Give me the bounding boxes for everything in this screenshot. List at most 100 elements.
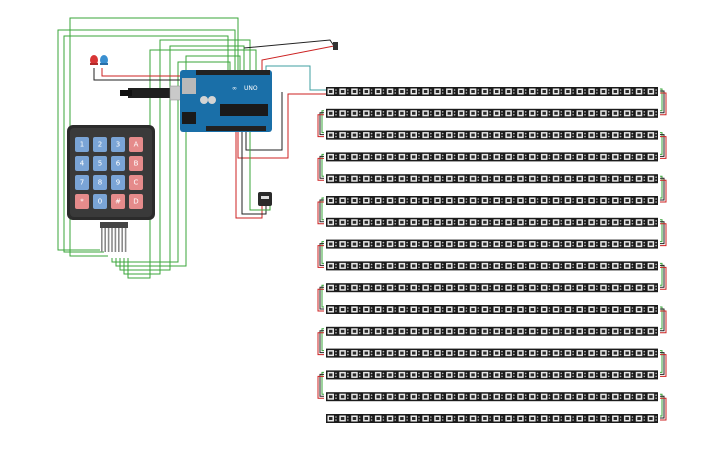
key-6[interactable]: 6 [111, 156, 125, 171]
wire-keypad-1 [57, 29, 236, 251]
arduino-usb-port [182, 78, 196, 94]
key-label: 6 [116, 160, 121, 168]
key-C[interactable]: C [129, 175, 143, 190]
strip-link-wire [660, 219, 663, 243]
strip-link-wire [319, 112, 324, 136]
key-label: A [134, 141, 139, 149]
wire-power-red [261, 45, 335, 72]
wire-strip-ground [245, 92, 283, 151]
strip-link-wire [321, 328, 324, 352]
key-label: C [134, 179, 139, 187]
keypad-pin [111, 228, 113, 252]
led-strip [326, 283, 658, 293]
key-0[interactable]: 0 [93, 194, 107, 209]
key-label: * [80, 198, 84, 206]
arduino-label: UNO [244, 85, 258, 92]
strip-link-wire [660, 352, 665, 375]
strip-link-wire [660, 175, 663, 199]
strip-link-wire [321, 241, 324, 264]
strip-link-wire [319, 373, 324, 397]
strip-link-wire [660, 262, 663, 286]
key-label: 7 [80, 179, 84, 187]
wire-keypad-5 [115, 55, 241, 267]
keypad-connector [100, 222, 128, 228]
key-5[interactable]: 5 [93, 156, 107, 171]
strip-connection-wires [317, 88, 667, 421]
key-A[interactable]: A [129, 137, 143, 152]
key-label: 1 [80, 141, 84, 149]
strip-link-wire [660, 264, 665, 288]
key-7[interactable]: 7 [75, 175, 89, 190]
blue-led-icon [100, 55, 108, 65]
strip-link-wire [660, 310, 667, 334]
strip-link-wire [321, 284, 324, 308]
arduino-header-top [196, 70, 270, 75]
led-strip [326, 130, 658, 140]
strip-link-wire [660, 179, 667, 203]
strip-link-wire [317, 245, 324, 268]
arduino-brand: ∞ [232, 85, 237, 92]
keypad-pin [124, 228, 127, 252]
wire-keypad-4 [111, 61, 231, 263]
strip-link-wire [660, 92, 667, 116]
led-strip [326, 326, 658, 336]
led-strip [326, 239, 658, 249]
keypad-pin [104, 228, 106, 252]
key-8[interactable]: 8 [93, 175, 107, 190]
led-strip [326, 261, 658, 271]
key-label: # [115, 198, 121, 206]
keypad-pin [107, 228, 110, 252]
arduino-capacitor-2 [208, 96, 216, 104]
led-strip [326, 348, 658, 358]
wire-power-black [243, 39, 335, 49]
key-label: 5 [98, 160, 102, 168]
strip-link-wire [319, 243, 324, 266]
strip-link-wire [660, 88, 663, 112]
key-label: 2 [98, 141, 102, 149]
strip-link-wire [660, 354, 667, 377]
strip-link-wire [660, 306, 663, 330]
strip-link-wire [319, 155, 324, 179]
wire-sensor-green [249, 130, 271, 211]
key-label: 9 [116, 179, 120, 187]
strip-link-wire [660, 393, 663, 417]
arduino-power-jack [182, 112, 196, 124]
key-D[interactable]: D [129, 194, 143, 209]
led-strip [326, 305, 658, 314]
strip-link-wire [660, 90, 665, 114]
key-3[interactable]: 3 [111, 137, 125, 152]
key-*[interactable]: * [75, 194, 89, 209]
led-strip [326, 217, 658, 227]
led-strip [326, 108, 658, 118]
key-label: 3 [116, 141, 120, 149]
strip-link-wire [317, 332, 324, 356]
key-2[interactable]: 2 [93, 137, 107, 152]
keypad-pin [121, 228, 123, 252]
key-4[interactable]: 4 [75, 156, 89, 171]
strip-link-wire [660, 136, 667, 159]
arduino-pcb [180, 70, 272, 132]
key-B[interactable]: B [129, 156, 143, 171]
wires [57, 17, 335, 279]
arduino-board: ∞ UNO [180, 70, 272, 132]
strip-link-wire [660, 134, 665, 157]
strip-link-wire [321, 371, 324, 395]
strip-link-wire [660, 177, 665, 201]
red-led-icon [90, 55, 98, 65]
wire-keypad-7 [123, 39, 251, 275]
strip-link-wire [660, 395, 665, 419]
key-#[interactable]: # [111, 194, 125, 209]
strip-link-wire [660, 223, 667, 247]
key-label: 0 [98, 198, 102, 206]
power-connector-icon [333, 42, 338, 50]
led-strip [326, 196, 658, 205]
strip-link-wire [317, 375, 324, 399]
key-label: 8 [98, 179, 102, 187]
led-strip [326, 414, 658, 423]
key-1[interactable]: 1 [75, 137, 89, 152]
keypad-pin [114, 228, 117, 252]
key-label: 4 [80, 160, 85, 168]
strip-link-wire [319, 199, 324, 223]
key-9[interactable]: 9 [111, 175, 125, 190]
strip-link-wire [321, 153, 324, 177]
